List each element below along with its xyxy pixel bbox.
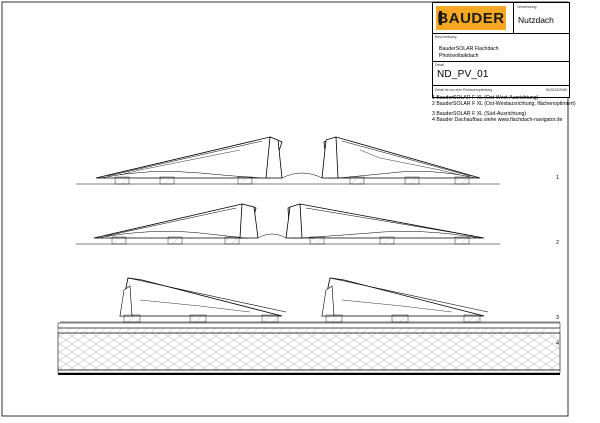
drawing-number: ND_PV_01	[437, 69, 489, 80]
description-line-2: Photovoltaikdach	[439, 53, 479, 59]
drawing-date: 05/2023/2085	[545, 88, 567, 92]
legend-item-2: 2 BauderSOLAR F XL (Ost-Westausrichtung,…	[432, 101, 576, 108]
pv-row-3	[60, 277, 560, 323]
legend: 1 BauderSOLAR F XL (Ost-West-Ausrichtung…	[432, 95, 576, 123]
bauder-logo: BAUDER	[436, 6, 506, 30]
pv-row-1	[76, 136, 500, 185]
description-line-1: BauderSOLAR Flachdach	[439, 46, 499, 52]
usage-value: Nutzdach	[518, 15, 554, 25]
title-block: BAUDER Verwendung Nutzdach Beschreibung …	[432, 2, 570, 98]
sheet-frame	[1, 1, 569, 417]
drawing-caption: Detail	[435, 63, 444, 67]
legend-item-3: 3 BauderSOLAR F XL (Süd-Ausrichtung)	[432, 111, 527, 118]
logo-text: BAUDER	[437, 9, 505, 27]
footer-note: Detail ist nur eine Einbauempfehlung	[435, 88, 493, 92]
pv-row-2	[76, 203, 500, 245]
legend-item-4: 4 Bauder Dachaufbau siehe www.flachdach-…	[432, 117, 563, 124]
row-number-3: 3	[556, 315, 560, 321]
legend-item-1: 1 BauderSOLAR F XL (Ost-West-Ausrichtung…	[432, 95, 539, 101]
roof-buildup-4	[57, 322, 561, 375]
row-number-1: 1	[556, 175, 560, 181]
row-number-4: 4	[556, 341, 560, 347]
row-number-2: 2	[556, 240, 560, 246]
usage-caption: Verwendung	[517, 5, 537, 9]
description-caption: Beschreibung	[435, 35, 457, 39]
